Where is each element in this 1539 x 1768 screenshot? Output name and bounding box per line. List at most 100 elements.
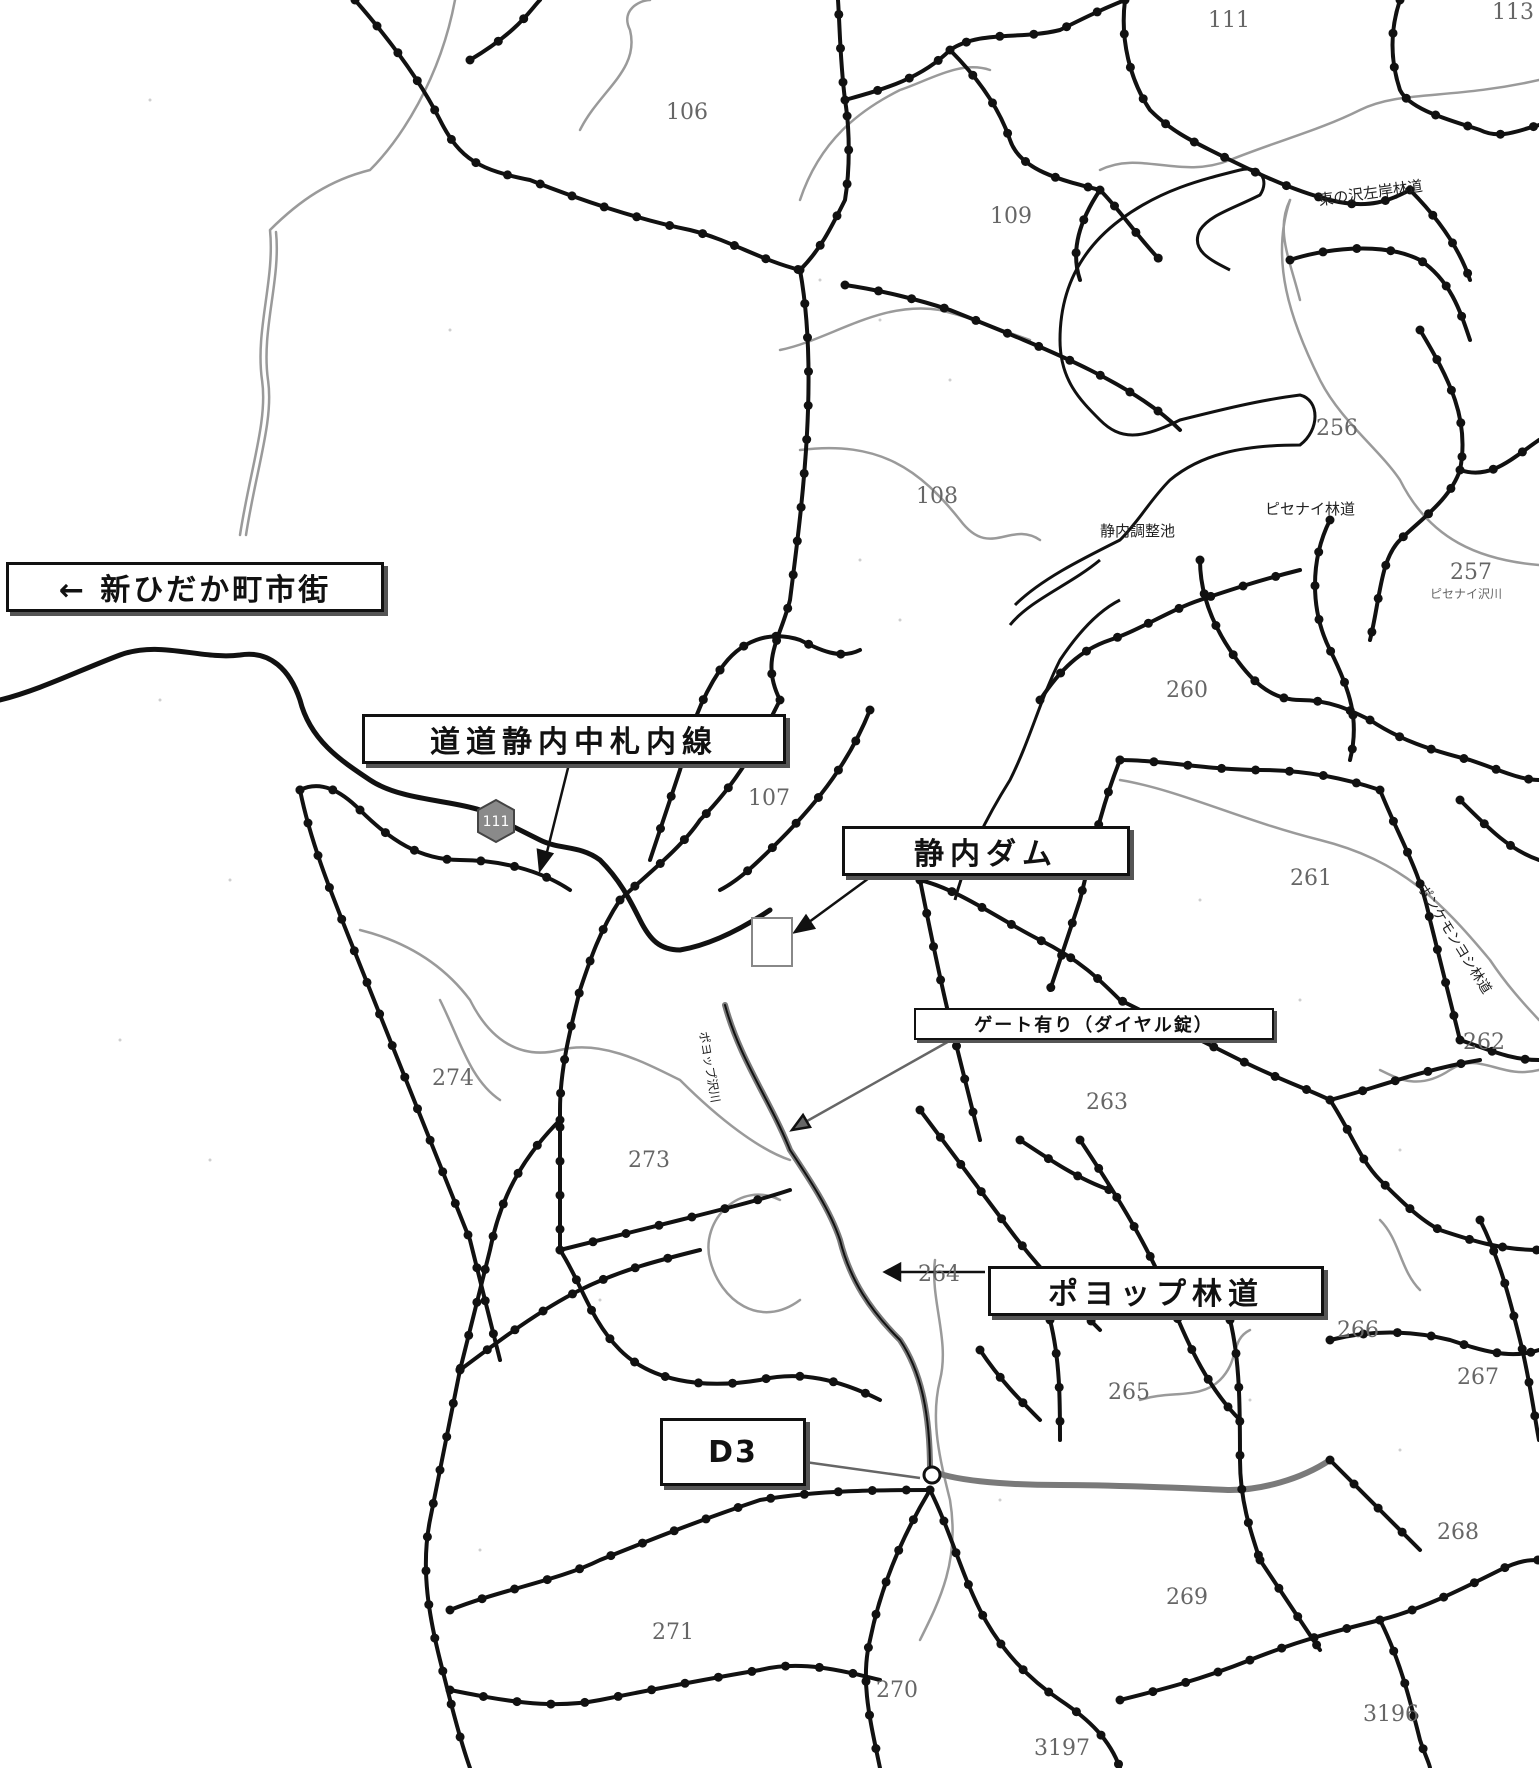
boundary-dot <box>555 1245 565 1255</box>
boundary-dot <box>1270 1071 1280 1081</box>
boundary-dot <box>1003 128 1013 138</box>
boundary-dot <box>1418 1744 1428 1754</box>
boundary-dot <box>555 1224 565 1234</box>
boundary-dot <box>1455 1035 1465 1045</box>
boundary-dot <box>503 170 512 180</box>
boundary-dot <box>1424 912 1434 921</box>
boundary-dot <box>488 1329 498 1339</box>
boundary-dot <box>630 1357 640 1367</box>
boundary-dot <box>1138 94 1148 104</box>
boundary-dot <box>1457 452 1467 462</box>
boundary-dot <box>767 669 777 679</box>
boundary-dot <box>767 843 777 853</box>
pisenai-road-label: ピセナイ林道 <box>1265 500 1356 518</box>
boundary-dot <box>679 835 689 845</box>
boundary-dot <box>1431 110 1441 120</box>
boundary-dot <box>922 908 932 918</box>
boundary-dot <box>1148 1687 1158 1697</box>
dam-site-icon <box>751 917 793 967</box>
boundary-dot <box>1129 1222 1139 1231</box>
boundary-dot <box>442 854 452 864</box>
boundary-dot <box>1103 787 1113 797</box>
boundary-dot <box>387 1041 397 1050</box>
boundary-dot <box>795 265 805 275</box>
boundary-dot <box>428 1498 438 1508</box>
boundary-dot <box>1112 1192 1122 1202</box>
boundary-dot <box>337 914 347 924</box>
boundary-dot <box>1015 1135 1025 1145</box>
boundary-dot <box>865 1710 874 1720</box>
boundary-dot <box>560 1055 570 1064</box>
boundary-dot <box>939 1516 949 1526</box>
boundary-dot <box>1071 248 1081 258</box>
boundary-dot <box>1432 945 1442 954</box>
boundary-dot <box>510 861 519 871</box>
boundary-dot <box>1388 28 1398 38</box>
boundary-dot <box>1277 1643 1287 1653</box>
boundary-dot <box>498 1199 508 1209</box>
boundary-dot <box>1326 646 1336 656</box>
boundary-dot <box>1325 1455 1335 1465</box>
boundary-dot <box>1405 185 1415 195</box>
boundary-dot <box>834 9 844 19</box>
dam-callout-arrow <box>792 913 817 934</box>
boundary-dot <box>713 1672 723 1682</box>
boundary-dot <box>1057 950 1067 960</box>
boundary-dot <box>873 85 883 95</box>
boundary-dot <box>450 1198 460 1208</box>
boundary-dot <box>1439 1592 1449 1602</box>
boundary-dot <box>1125 387 1135 397</box>
boundary-dot <box>574 988 584 998</box>
boundary-dot <box>1067 918 1077 928</box>
boundary-dot <box>1380 1180 1390 1190</box>
boundary-dot <box>1325 1095 1335 1105</box>
boundary-dot <box>1389 1646 1399 1656</box>
boundary-dot <box>1342 1624 1352 1633</box>
boundary-dot <box>1250 676 1260 686</box>
boundary-dot <box>1235 1450 1245 1460</box>
boundary-dot <box>1066 953 1076 963</box>
compartment-number: 268 <box>1437 1520 1479 1545</box>
forest-road-route-inner <box>724 1004 931 1471</box>
boundary-dot <box>1342 1124 1352 1134</box>
boundary-dot <box>446 134 456 144</box>
boundary-dot <box>1463 268 1473 278</box>
boundary-dot <box>795 1371 805 1381</box>
prefectural-road-callout: 道道静内中札内線 <box>362 714 786 764</box>
boundary-dot <box>421 1566 431 1576</box>
boundary-dot <box>1314 192 1323 202</box>
boundary-dot <box>424 1600 434 1610</box>
boundary-dot <box>996 1639 1006 1649</box>
boundary-dot <box>803 401 813 410</box>
compartment-number: 266 <box>1337 1318 1379 1343</box>
boundary-dot <box>1495 129 1505 139</box>
boundary-dot <box>1054 1382 1064 1392</box>
boundary-dot <box>555 1115 565 1125</box>
boundary-dot <box>355 805 365 815</box>
boundary-dot <box>566 1021 576 1031</box>
boundary-dot <box>1347 744 1357 754</box>
boundary-dot <box>860 1388 870 1398</box>
gate-callout-arrow <box>789 1112 812 1132</box>
boundary-dot <box>832 211 842 221</box>
boundary-dot <box>1113 632 1122 642</box>
boundary-dot <box>1314 547 1324 557</box>
boundary-dot <box>555 1122 565 1132</box>
boundary-dot <box>792 536 802 546</box>
boundary-dot <box>1209 1042 1219 1052</box>
boundary-dot <box>1115 1695 1125 1705</box>
boundary-dot <box>445 1685 455 1695</box>
boundary-dot <box>1239 1057 1249 1067</box>
boundary-dot <box>1125 62 1135 72</box>
boundary-dot <box>1509 1311 1519 1321</box>
boundary-dot <box>1065 355 1075 365</box>
boundary-dot <box>1351 778 1361 788</box>
boundary-dot <box>1457 311 1467 321</box>
boundary-dot <box>324 883 334 892</box>
boundary-dot <box>1217 763 1227 773</box>
boundary-dot <box>606 1551 616 1561</box>
boundary-dot <box>313 851 323 860</box>
boundary-dot <box>599 202 609 212</box>
boundary-dot <box>871 1744 881 1753</box>
boundary-dot <box>1006 919 1016 929</box>
